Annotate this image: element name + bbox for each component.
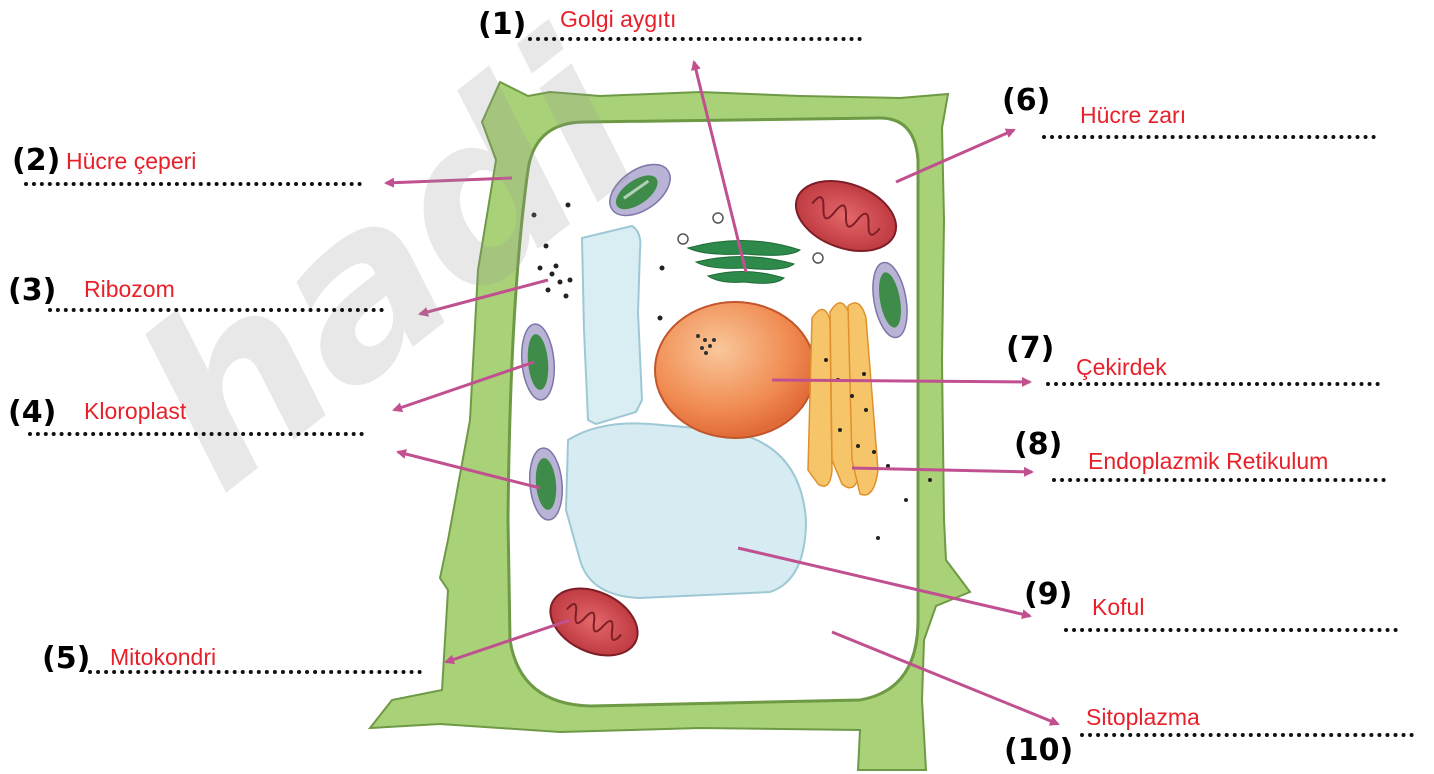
label-number-golgi: (1) (478, 10, 526, 40)
answer-line-ribosome (48, 308, 384, 312)
answer-line-mitochondria (88, 670, 422, 674)
label-number-chloroplast: (4) (8, 398, 56, 428)
label-number-vacuole: (9) (1024, 580, 1072, 610)
answer-line-golgi (528, 37, 862, 41)
answer-line-er (1052, 478, 1386, 482)
label-text-mitochondria: Mitokondri (110, 646, 216, 669)
nucleus-shape (655, 302, 815, 438)
label-text-chloroplast: Kloroplast (84, 400, 186, 423)
label-number-mitochondria: (5) (42, 644, 90, 674)
answer-line-cytoplasm (1080, 733, 1414, 737)
answer-line-vacuole (1064, 628, 1398, 632)
answer-line-chloroplast (28, 432, 364, 436)
label-number-cytoplasm: (10) (1004, 736, 1073, 766)
label-number-er: (8) (1014, 430, 1062, 460)
label-number-cell-membrane: (6) (1002, 86, 1050, 116)
answer-line-nucleus (1046, 382, 1380, 386)
label-text-ribosome: Ribozom (84, 278, 175, 301)
label-text-vacuole: Koful (1092, 596, 1144, 619)
label-number-nucleus: (7) (1006, 334, 1054, 364)
label-text-golgi: Golgi aygıtı (560, 8, 676, 31)
label-text-cell-wall: Hücre çeperi (66, 150, 196, 173)
answer-line-cell-membrane (1042, 135, 1376, 139)
label-number-ribosome: (3) (8, 276, 56, 306)
label-number-cell-wall: (2) (12, 146, 60, 176)
er-shape (808, 303, 878, 495)
label-text-cytoplasm: Sitoplazma (1086, 706, 1200, 729)
label-text-cell-membrane: Hücre zarı (1080, 104, 1186, 127)
upper-vacuole-shape (582, 226, 642, 424)
label-text-er: Endoplazmik Retikulum (1088, 450, 1328, 473)
arrow-nucleus (772, 380, 1030, 382)
label-text-nucleus: Çekirdek (1076, 356, 1167, 379)
vacuole-shape (566, 423, 806, 598)
answer-line-cell-wall (24, 182, 362, 186)
